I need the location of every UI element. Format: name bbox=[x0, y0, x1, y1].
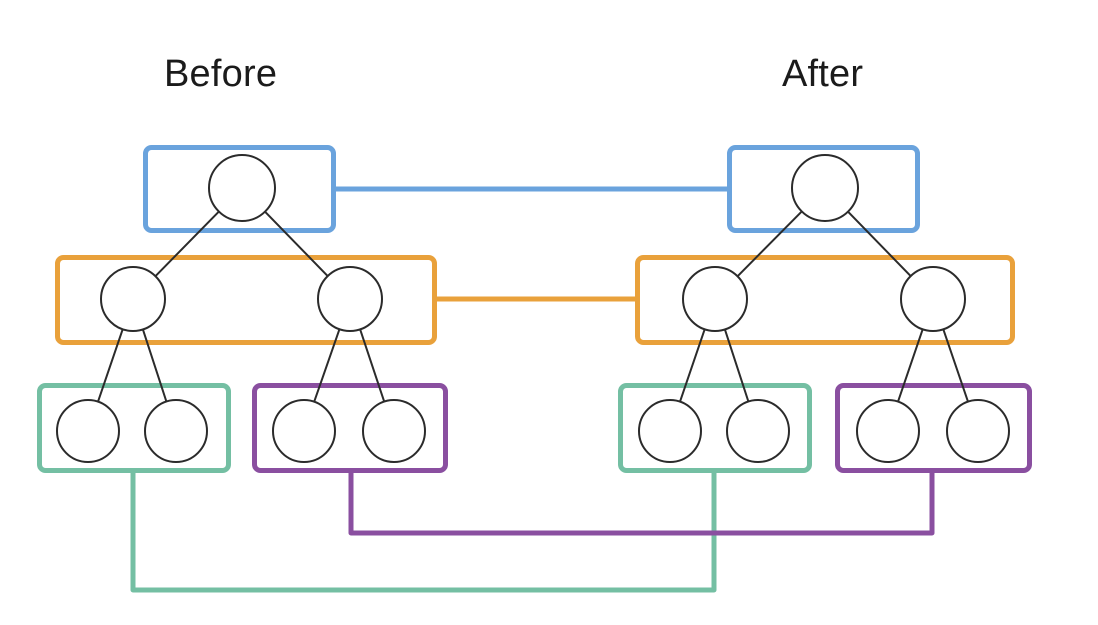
after-tree-edge-a-m2-a-l3 bbox=[897, 328, 924, 403]
internal-level-group-after-box bbox=[635, 255, 1015, 345]
before-root-node bbox=[208, 154, 276, 222]
after-tree-edge-a-m1-a-l2 bbox=[723, 328, 750, 403]
before-tree-edge-b-m1-b-l1 bbox=[97, 328, 124, 403]
leaf-group-green-after-box bbox=[618, 383, 812, 473]
before-leaf-node-2 bbox=[144, 399, 208, 463]
group-boxes bbox=[37, 145, 1032, 473]
before-tree-edge-b-root-b-m2 bbox=[264, 210, 329, 278]
internal-level-group-before-box bbox=[55, 255, 437, 345]
after-leaf-node-4 bbox=[946, 399, 1010, 463]
after-internal-node-1 bbox=[682, 266, 748, 332]
before-internal-node-2 bbox=[317, 266, 383, 332]
after-tree-edge-a-root-a-m2 bbox=[847, 210, 912, 278]
leaf-group-purple-connector bbox=[348, 473, 935, 536]
after-tree-edge-a-m1-a-l1 bbox=[679, 328, 706, 403]
after-internal-node-2 bbox=[900, 266, 966, 332]
before-tree-edge-b-root-b-m1 bbox=[154, 210, 220, 278]
before-leaf-node-4 bbox=[362, 399, 426, 463]
after-leaf-node-3 bbox=[856, 399, 920, 463]
after-leaf-node-2 bbox=[726, 399, 790, 463]
after-tree-edge-a-root-a-m1 bbox=[736, 210, 803, 278]
after-tree-edge-a-m2-a-l4 bbox=[942, 328, 969, 403]
before-tree-edge-b-m2-b-l3 bbox=[313, 328, 341, 403]
tree-nodes bbox=[56, 154, 1010, 463]
leaf-group-purple-before-box bbox=[252, 383, 448, 473]
root-level-group-after-box bbox=[727, 145, 920, 233]
before-tree-edge-b-m1-b-l2 bbox=[141, 328, 168, 403]
before-panel-title: Before bbox=[164, 53, 278, 95]
after-panel-title: After bbox=[782, 53, 864, 95]
leaf-group-green-before-box bbox=[37, 383, 231, 473]
before-leaf-node-3 bbox=[272, 399, 336, 463]
before-internal-node-1 bbox=[100, 266, 166, 332]
after-leaf-node-1 bbox=[638, 399, 702, 463]
before-leaf-node-1 bbox=[56, 399, 120, 463]
group-connectors bbox=[130, 186, 935, 593]
tree-edges bbox=[97, 210, 969, 403]
after-root-node bbox=[791, 154, 859, 222]
before-tree-edge-b-m2-b-l4 bbox=[359, 328, 386, 403]
root-level-group-before-box bbox=[143, 145, 336, 233]
leaf-group-purple-after-box bbox=[835, 383, 1032, 473]
